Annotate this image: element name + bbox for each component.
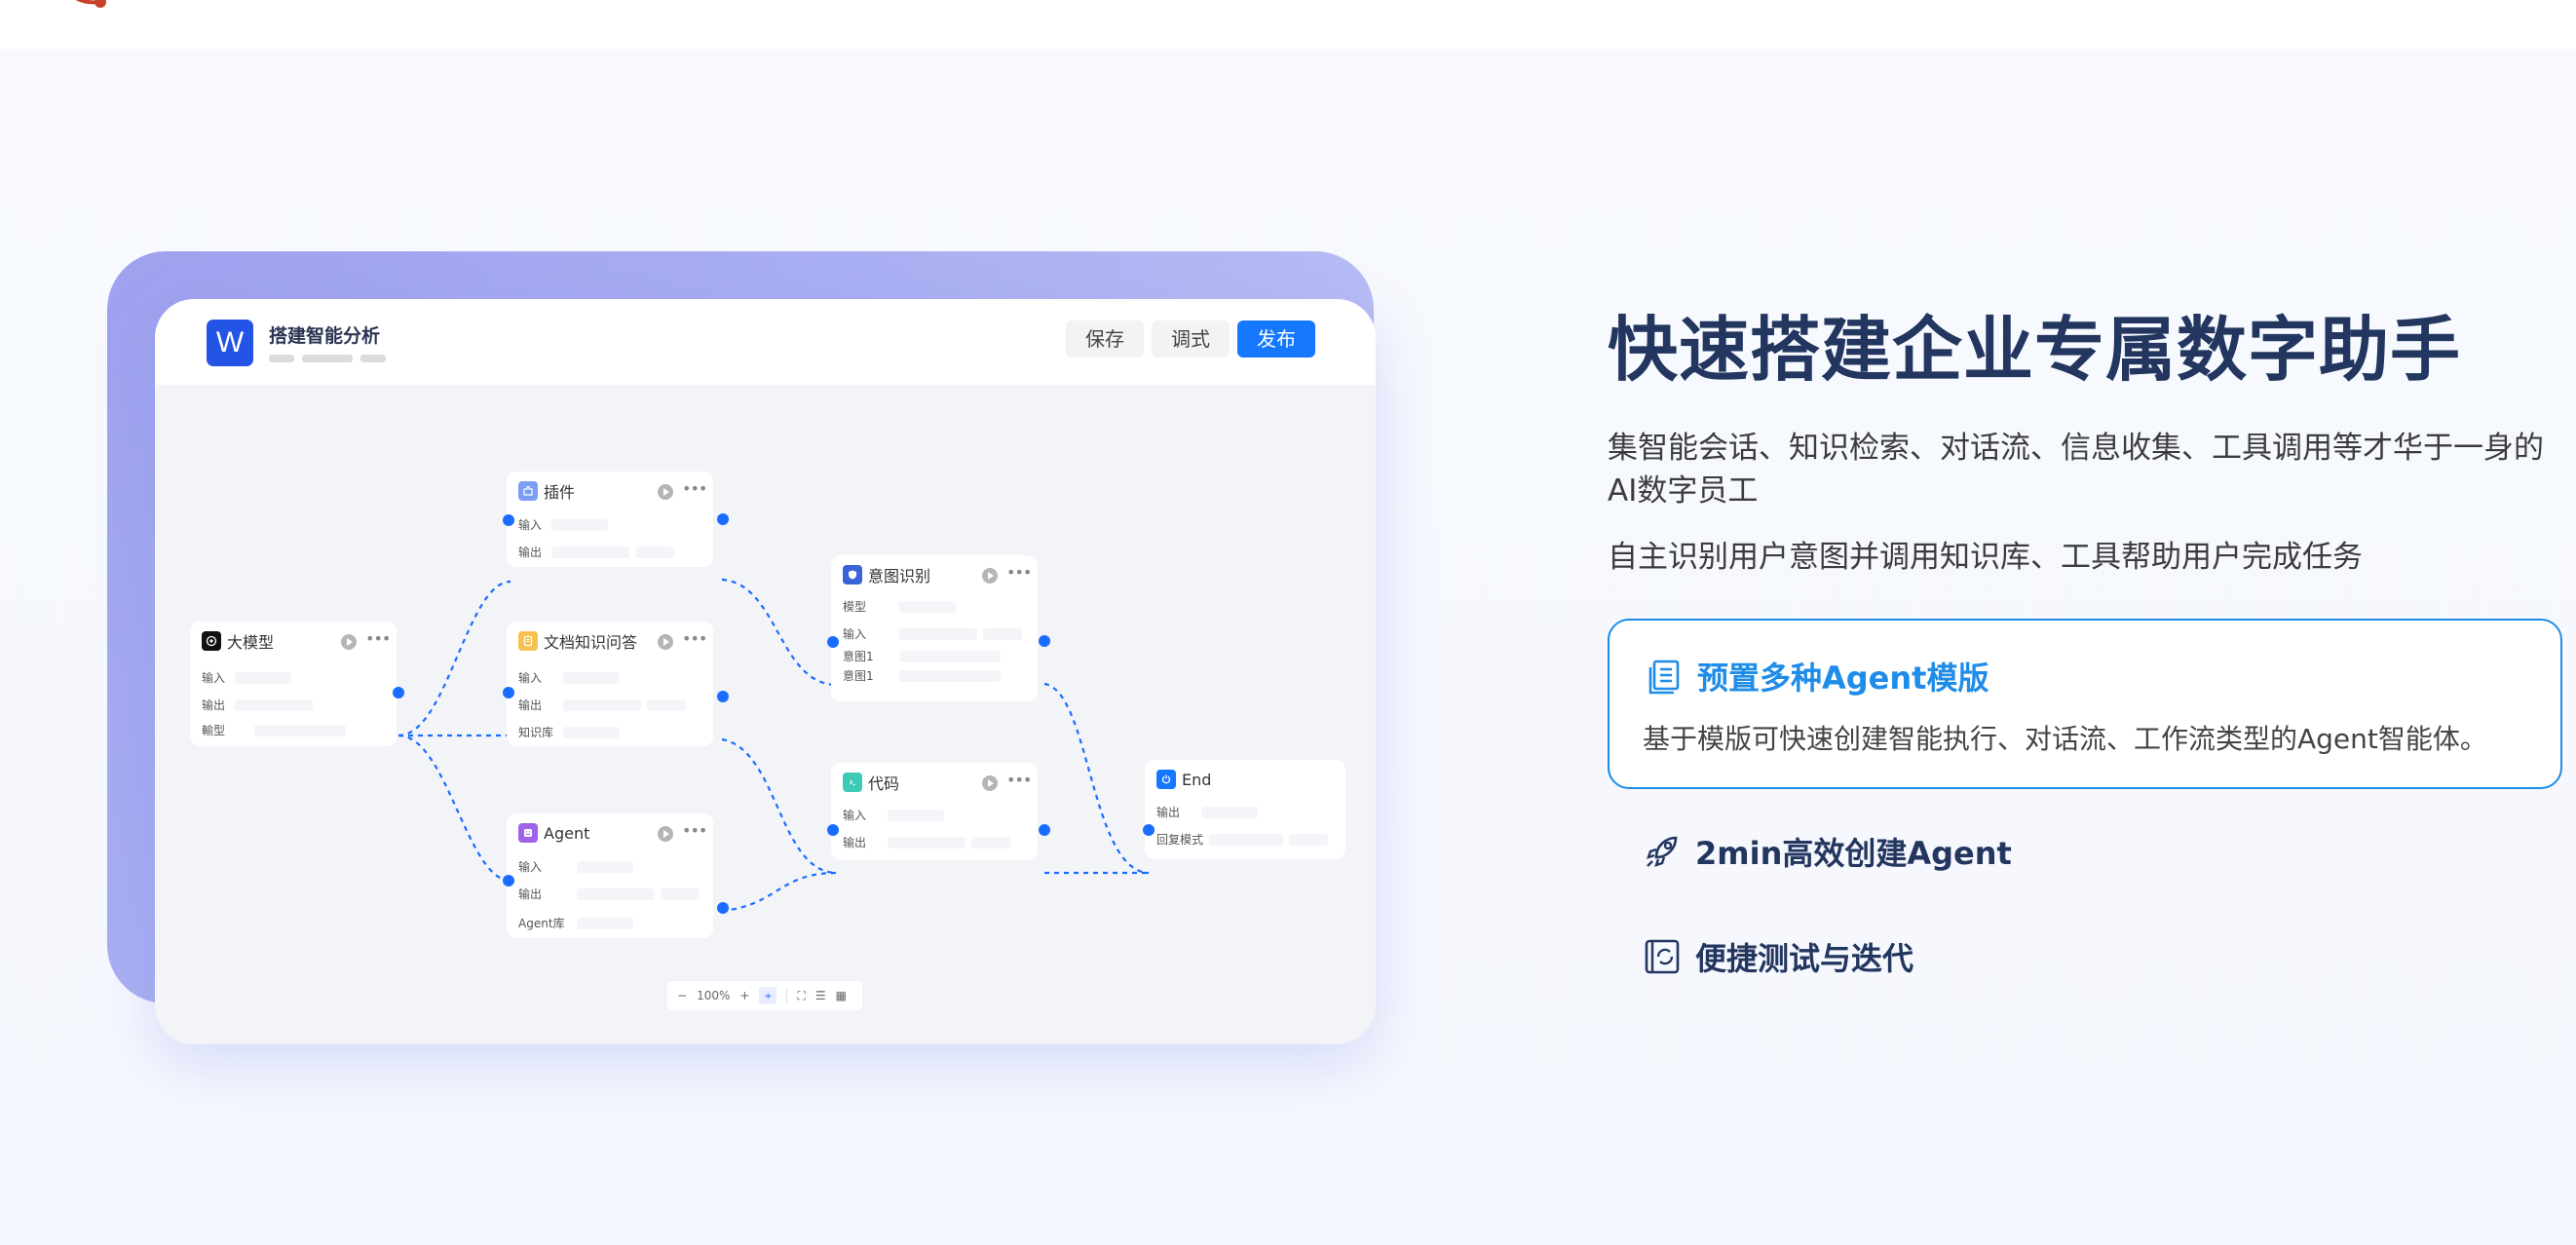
more-options-icon[interactable]: •••	[1006, 771, 1032, 789]
run-node-icon[interactable]	[982, 775, 998, 791]
app-logo: W	[207, 320, 253, 366]
puzzle-icon	[518, 481, 538, 501]
node-llm[interactable]: 大模型 ••• 输入 输出 輸型	[190, 622, 404, 746]
node-plugin[interactable]: 插件 ••• 输入 输出	[503, 472, 729, 567]
locate-icon[interactable]: ⌖	[759, 987, 777, 1004]
run-node-icon[interactable]	[982, 568, 998, 584]
document-icon	[518, 631, 538, 651]
rocket-icon	[1647, 836, 1678, 867]
output-port[interactable]	[1039, 635, 1050, 647]
openai-icon	[202, 631, 221, 651]
node-title: 文档知识问答	[544, 633, 638, 652]
output-port[interactable]	[393, 687, 404, 698]
node-title: End	[1182, 770, 1212, 789]
auto-layout-icon[interactable]: ☰	[814, 989, 826, 1002]
field-label: 知识库	[518, 725, 554, 739]
refresh-window-icon	[1645, 939, 1680, 974]
node-title: 代码	[868, 774, 900, 793]
field-label: 意图1	[843, 668, 874, 683]
output-port[interactable]	[1039, 824, 1050, 836]
field-label: 输出	[843, 835, 867, 849]
intent-shield-icon	[843, 565, 862, 585]
more-options-icon[interactable]: •••	[365, 629, 391, 648]
field-label: 输出	[518, 698, 543, 712]
node-code[interactable]: 代码 ••• 输入 输出	[827, 763, 1050, 860]
field-label: 输出	[202, 698, 226, 712]
node-title: 意图识别	[868, 567, 931, 585]
hero-description-1: 集智能会话、知识检索、对话流、信息收集、工具调用等才华于一身的AI数字员工	[1608, 431, 2544, 509]
feature-tab-test-iterate[interactable]: 便捷测试与迭代	[1643, 934, 1913, 979]
run-node-icon[interactable]	[658, 634, 673, 650]
more-options-icon[interactable]: •••	[682, 821, 707, 840]
field-label: 输入	[843, 808, 867, 822]
zoom-out-icon[interactable]: −	[677, 989, 688, 1002]
input-port[interactable]	[503, 687, 514, 698]
node-document-qa[interactable]: 文档知识问答 ••• 输入 输出 知识库	[503, 622, 729, 746]
field-label: 输出	[518, 545, 543, 559]
more-options-icon[interactable]: •••	[682, 629, 707, 648]
input-port[interactable]	[1143, 824, 1155, 836]
feature-tab-quick-create[interactable]: 2min高效创建Agent	[1643, 829, 2012, 874]
subtitle-skeleton	[269, 355, 386, 362]
feature-title: 预置多种Agent模版	[1697, 660, 1989, 697]
output-port[interactable]	[717, 902, 729, 914]
workflow-editor-window: W 搭建智能分析 保存 调式 发布	[155, 299, 1376, 1044]
feature-title: 2min高效创建Agent	[1695, 835, 2012, 872]
run-node-icon[interactable]	[658, 826, 673, 842]
input-port[interactable]	[827, 824, 839, 836]
run-node-icon[interactable]	[341, 634, 357, 650]
workflow-canvas[interactable]: 大模型 ••• 输入 输出 輸型 插件 ••• 输入 输出	[155, 385, 1376, 1044]
output-port[interactable]	[717, 513, 729, 525]
node-agent[interactable]: Agent ••• 输入 输出 Agent库	[503, 813, 729, 938]
brand-logo-fragment	[75, 0, 106, 8]
minimap-icon[interactable]: ▦	[835, 989, 847, 1002]
zoom-level: 100%	[697, 989, 731, 1002]
node-end[interactable]: End 输出 回复模式	[1143, 760, 1345, 859]
hero-title: 快速搭建企业专属数字助手	[1608, 309, 2462, 391]
hero-description-2: 自主识别用户意图并调用知识库、工具帮助用户完成任务	[1608, 540, 2363, 575]
more-options-icon[interactable]: •••	[1006, 563, 1032, 582]
more-options-icon[interactable]: •••	[682, 479, 707, 498]
field-label: 输入	[518, 517, 543, 532]
save-button[interactable]: 保存	[1066, 321, 1144, 358]
code-file-icon	[843, 773, 862, 792]
canvas-zoom-toolbar: − 100% + ⌖ ⛶ ☰ ▦	[667, 981, 862, 1010]
field-label: 意图1	[843, 649, 874, 663]
divider	[786, 988, 788, 1003]
run-node-icon[interactable]	[658, 484, 673, 500]
feature-tab-agent-templates[interactable]: 预置多种Agent模版 基于模版可快速创建智能执行、对话流、工作流类型的Agen…	[1608, 619, 2562, 789]
node-title: 插件	[544, 483, 576, 502]
field-label: 輸型	[202, 723, 226, 737]
publish-button[interactable]: 发布	[1237, 321, 1315, 358]
input-port[interactable]	[503, 514, 514, 526]
fit-view-icon[interactable]: ⛶	[797, 988, 806, 1002]
field-label: 输入	[843, 626, 867, 641]
field-label: 输入	[202, 670, 226, 685]
field-label: 回复模式	[1156, 832, 1204, 847]
field-label: Agent库	[518, 916, 565, 930]
editor-header: W 搭建智能分析 保存 调式 发布	[155, 299, 1376, 385]
field-label: 输出	[1156, 805, 1181, 819]
input-port[interactable]	[503, 875, 514, 887]
debug-button[interactable]: 调式	[1152, 321, 1230, 358]
node-intent-recognition[interactable]: 意图识别 ••• 模型 输入 意图1 意图1	[827, 555, 1050, 701]
power-icon	[1156, 770, 1176, 789]
field-label: 输出	[518, 887, 543, 901]
node-title: 大模型	[227, 633, 275, 652]
workflow-title: 搭建智能分析	[269, 325, 381, 347]
field-label: 输入	[518, 670, 543, 685]
field-label: 输入	[518, 859, 543, 874]
document-list-icon	[1648, 660, 1680, 695]
output-port[interactable]	[717, 691, 729, 702]
top-nav-bar	[0, 0, 2576, 49]
zoom-in-icon[interactable]: +	[739, 989, 750, 1002]
field-label: 模型	[843, 599, 867, 614]
feature-title: 便捷测试与迭代	[1695, 940, 1914, 977]
robot-icon	[518, 823, 538, 843]
feature-description: 基于模版可快速创建智能执行、对话流、工作流类型的Agent智能体。	[1643, 723, 2487, 755]
node-title: Agent	[544, 823, 590, 843]
input-port[interactable]	[827, 636, 839, 648]
